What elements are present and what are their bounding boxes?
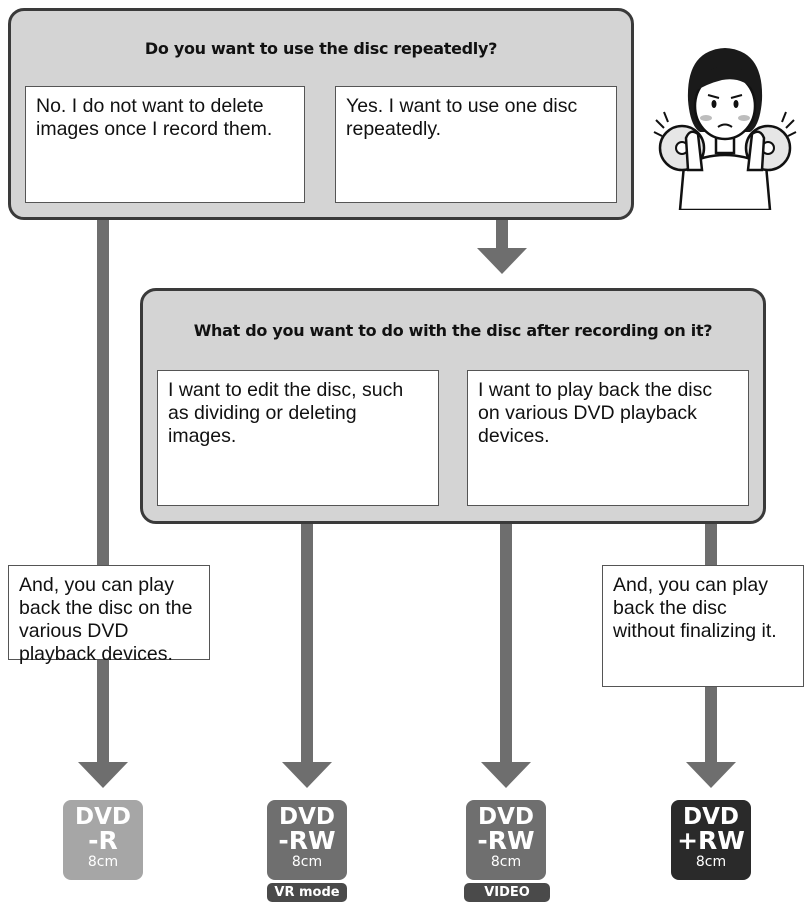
- dvd-r-size: 8cm: [87, 854, 119, 870]
- note-dvd-plus-rw-box: And, you can play back the disc without …: [602, 565, 804, 687]
- dvd-r-line1: DVD: [75, 804, 131, 830]
- option-no-box: No. I do not want to delete images once …: [25, 86, 305, 203]
- dvd-rw-video-line1: DVD: [478, 804, 534, 830]
- arrow-down-dvd-plus-rw: [686, 762, 736, 788]
- connector-yes-to-q2: [496, 218, 508, 248]
- connector-note-to-dvd-r: [97, 660, 109, 762]
- connector-play-to-video: [500, 505, 512, 762]
- option-edit-box: I want to edit the disc, such as dividin…: [157, 370, 439, 506]
- arrow-down-dvd-rw-video: [481, 762, 531, 788]
- question-1-title: Do you want to use the disc repeatedly?: [144, 39, 498, 58]
- dvd-rw-video-line2: -RW: [477, 826, 535, 855]
- dvd-plus-rw-badge: DVD +RW 8cm: [671, 800, 751, 880]
- dvd-rw-vr-badge: DVD -RW 8cm: [267, 800, 347, 880]
- connector-edit-to-vr: [301, 505, 313, 762]
- vr-mode-label: VR mode: [267, 883, 347, 902]
- dvd-plus-rw-size: 8cm: [695, 854, 727, 870]
- dvd-rw-vr-size: 8cm: [291, 854, 323, 870]
- option-yes-box: Yes. I want to use one disc repeatedly.: [335, 86, 617, 203]
- note-dvd-r-box: And, you can play back the disc on the v…: [8, 565, 210, 665]
- dvd-rw-vr-line2: -RW: [278, 826, 336, 855]
- arrow-down-q2: [477, 248, 527, 274]
- question-2-title: What do you want to do with the disc aft…: [193, 321, 713, 340]
- dvd-r-line2: -R: [88, 826, 118, 855]
- arrow-down-dvd-r: [78, 762, 128, 788]
- dvd-plus-rw-line2: +RW: [677, 826, 745, 855]
- connector-note-to-plus-rw: [705, 686, 717, 762]
- confused-person-holding-discs-icon: [650, 40, 800, 212]
- connector-no-to-note: [97, 200, 109, 566]
- arrow-down-dvd-rw-vr: [282, 762, 332, 788]
- option-play-box: I want to play back the disc on various …: [467, 370, 749, 506]
- dvd-rw-video-size: 8cm: [490, 854, 522, 870]
- video-mode-label: VIDEO mode: [464, 883, 550, 919]
- dvd-rw-video-badge: DVD -RW 8cm: [466, 800, 546, 880]
- dvd-rw-vr-line1: DVD: [279, 804, 335, 830]
- dvd-r-badge: DVD -R 8cm: [63, 800, 143, 880]
- dvd-plus-rw-line1: DVD: [683, 804, 739, 830]
